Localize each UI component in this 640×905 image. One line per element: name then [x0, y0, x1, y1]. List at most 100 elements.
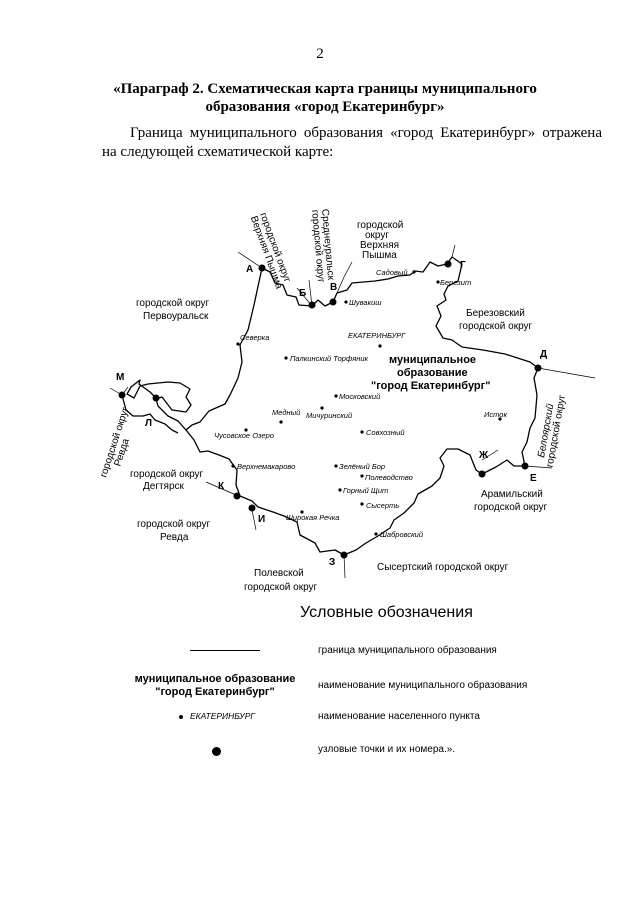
neighbor-verkhnyaya-pyshma-rotated: городской округ Верхняя Пышма [248, 211, 293, 291]
settlement-polevodstvo: Полеводство [365, 473, 413, 482]
divider-zh [481, 449, 499, 461]
settlement-dot-moskovsky [334, 394, 338, 398]
settlement-ekaterinburg: ЕКАТЕРИНБУРГ [348, 331, 406, 340]
legend-node-dot [212, 747, 221, 756]
settlement-dot-medny [279, 420, 283, 424]
neighbor-polevskoy-line1: Полевской [254, 568, 304, 579]
node-zh-label: Ж [478, 450, 489, 461]
neighbor-degtyarsk-line2: Дегтярск [143, 481, 185, 492]
settlement-shirokaya-rechka: Широкая Речка [286, 513, 339, 522]
boundary-west-loop [121, 394, 179, 434]
neighbor-vp-line1: городской [357, 220, 403, 231]
section-heading: «Параграф 2. Схематическая карта границы… [90, 80, 560, 116]
settlement-dot-shabrovsky [374, 532, 378, 536]
settlement-dot-ekaterinburg [378, 344, 382, 348]
legend-mo-sample: муниципальное образование "город Екатери… [120, 673, 310, 699]
divider-e [524, 465, 553, 469]
settlement-dot-gorny-shchit [338, 488, 342, 492]
municipality-name-line3: "город Екатеринбург" [371, 380, 490, 392]
municipal-boundary [126, 256, 539, 556]
neighbor-aramil-line1: Арамильский [481, 489, 543, 500]
legend-node-desc: узловые точки и их номера.». [318, 744, 456, 755]
settlement-palkinsky: Палкинский Торфяник [290, 354, 369, 363]
neighbor-vp-line2: округ [365, 230, 389, 241]
settlement-dot-sadovy [412, 270, 416, 274]
node-e-marker [521, 462, 529, 470]
settlement-istok: Исток [484, 410, 507, 419]
settlement-sadovy: Садовый [376, 268, 408, 277]
legend-mo-sample-line1: муниципальное образование [134, 673, 296, 685]
node-i-label: И [258, 514, 265, 525]
settlement-dot-severka [236, 342, 240, 346]
neighbor-degtyarsk-line1: городской округ [130, 469, 204, 480]
node-l-marker [152, 394, 160, 402]
legend-title: Условные обозначения [300, 604, 473, 621]
divider-v [332, 276, 345, 303]
neighbor-beloyarsky-rotated: Белоярский городской округ [536, 394, 568, 468]
node-a-label: А [246, 264, 253, 275]
legend-boundary-sample [190, 650, 260, 651]
page-number: 2 [316, 46, 324, 62]
node-i-marker [248, 504, 256, 512]
municipality-name-line2: образование [397, 367, 468, 379]
settlement-gorny-shchit: Горный Щит [343, 486, 388, 495]
legend-mo-desc: наименование муниципального образования [318, 680, 528, 691]
settlement-dot-istok [498, 417, 502, 421]
node-z-label: З [329, 557, 335, 568]
settlement-dot-sysert [360, 502, 364, 506]
node-m-label: М [116, 372, 124, 383]
settlement-dot-chusovskoe [244, 428, 248, 432]
node-e-label: Е [530, 473, 537, 484]
neighbor-revda-line1: городской округ [137, 519, 211, 530]
heading-line-2: образования «город Екатеринбург» [205, 99, 445, 115]
settlement-chusovskoe: Чусовское Озеро [214, 431, 274, 440]
divider-g [451, 244, 456, 258]
neighbor-berezovsky-line2: городской округ [459, 321, 533, 332]
settlement-verkhnemakarovo: Верхнемакарово [237, 462, 295, 471]
node-b-marker [308, 301, 316, 309]
settlement-dot-zelyony-bor [334, 464, 338, 468]
settlement-dot-verkhnemakarovo [231, 464, 235, 468]
node-k-label: К [218, 481, 225, 492]
neighbor-pervouralsk-line1: городской округ [136, 298, 210, 309]
node-b-label: Б [299, 288, 306, 299]
node-a-marker [258, 264, 266, 272]
neighbor-revda-line2: Ревда [160, 532, 189, 543]
legend-boundary-desc: граница муниципального образования [318, 645, 497, 656]
settlement-dot-michurinsky [320, 406, 324, 410]
neighbor-sredneuralsk-rotated: городской округ Среднеуральск [309, 208, 336, 283]
settlement-dot-palkinsky [284, 356, 288, 360]
divider-k [205, 481, 237, 496]
node-l-label: Л [145, 418, 152, 429]
divider-z [343, 554, 346, 579]
settlement-dot-sovkhozny [360, 430, 364, 434]
settlement-dot-polevodstvo [360, 474, 364, 478]
settlement-severka: Северка [240, 333, 269, 342]
divider-v2 [343, 261, 353, 278]
heading-line-1: «Параграф 2. Схематическая карта границы… [113, 81, 537, 97]
node-v-marker [329, 298, 337, 306]
legend-settlement-desc: наименование населенного пункта [318, 711, 480, 722]
node-g-marker [444, 260, 452, 268]
settlement-shuvakish: Шувакиш [349, 298, 382, 307]
neighbor-aramil-line2: городской округ [474, 502, 548, 513]
settlement-sysert: Сысерть [366, 501, 399, 510]
legend-settlement-dot [179, 715, 183, 719]
settlement-dot-berezit [436, 280, 440, 284]
settlement-berezit: Березит [440, 278, 471, 287]
node-m-marker [118, 391, 126, 399]
legend-mo-sample-line2: "город Екатеринбург" [155, 686, 275, 698]
node-v-label: В [330, 282, 337, 293]
node-k-marker [233, 492, 241, 500]
divider-a [237, 251, 263, 269]
node-z-marker [340, 551, 348, 559]
settlement-zelyony-bor: Зелёный Бор [339, 462, 385, 471]
neighbor-vp-line4: Пышма [362, 250, 397, 261]
settlement-shabrovsky: Шабровский [380, 530, 424, 539]
legend-settlement-sample: ЕКАТЕРИНБУРГ [190, 711, 256, 721]
neighbor-berezovsky-line1: Березовский [466, 308, 525, 319]
settlement-dot-shuvakish [344, 300, 348, 304]
neighbor-polevskoy-line2: городской округ [244, 582, 318, 593]
node-d-marker [534, 364, 542, 372]
